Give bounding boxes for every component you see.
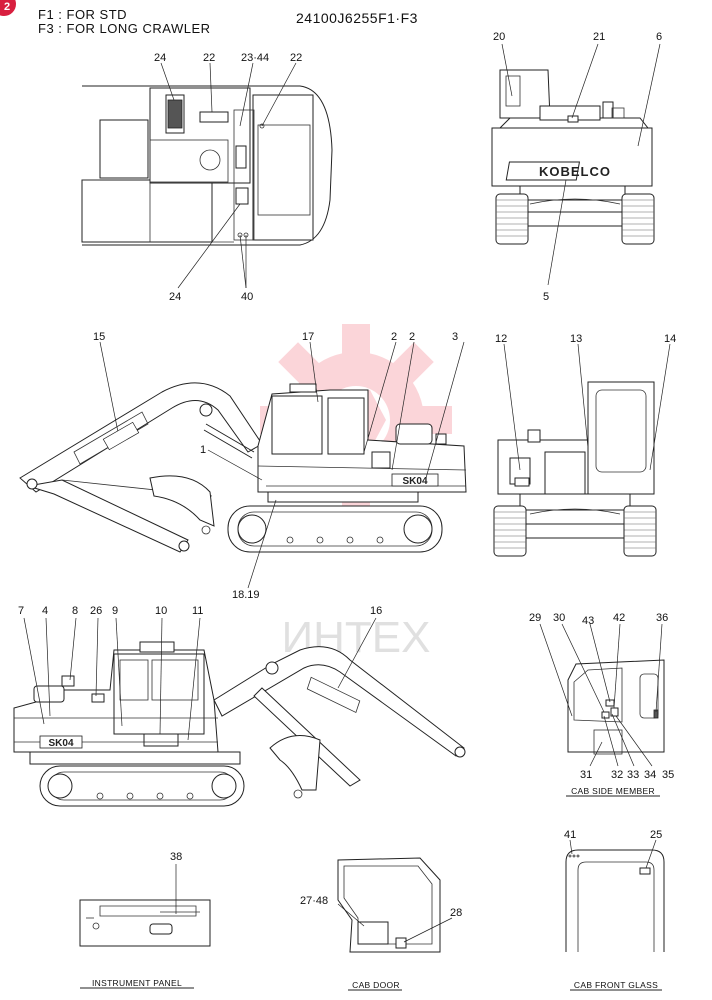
cab-glass-label-25: 25 [650, 829, 662, 841]
cab-side-label-42: 42 [613, 612, 625, 624]
front-label-12: 12 [495, 333, 507, 345]
top-label-23-44: 23·44 [241, 52, 269, 64]
side-left-label-1: 1 [200, 444, 206, 456]
kobelco-logo-text: KOBELCO [539, 164, 611, 179]
side-view-left: SK04 [19, 382, 467, 553]
top-label-22b: 22 [290, 52, 302, 64]
cab-side-label-35: 35 [662, 769, 674, 781]
side-left-label-3: 2 [409, 331, 415, 343]
side-left-label-4-47: 3 [452, 331, 458, 343]
cab-glass-label-41: 41 [564, 829, 576, 841]
cab-side-label-34: 34 [644, 769, 656, 781]
side-right-label-4: 4 [42, 605, 48, 617]
side-model-mark-text: SK04 [402, 476, 427, 487]
side-left-label-18-19: 18.19 [232, 589, 260, 601]
cab-door [337, 857, 441, 953]
cab-side-label-32: 32 [611, 769, 623, 781]
front-label-14: 14 [664, 333, 676, 345]
top-label-24b: 24 [169, 291, 181, 303]
side-left-leaders [99, 341, 465, 589]
top-label-40: 40 [241, 291, 253, 303]
cab-door-label-27-48: 27·48 [300, 895, 328, 907]
part-number: 24100J6255F1·F3 [296, 10, 418, 26]
header-line-1: F1 : FOR STD [38, 7, 128, 22]
rear-label-20: 20 [493, 31, 505, 43]
side-right-label-16: 16 [370, 605, 382, 617]
side-left-boom-decal [102, 421, 140, 451]
top-view [81, 85, 333, 246]
side-right-label-26: 26 [90, 605, 102, 617]
rear-view: KOBELCO [491, 69, 655, 245]
rear-label-21: 21 [593, 31, 605, 43]
cab-side-label-36: 36 [656, 612, 668, 624]
cab-side-caption: CAB SIDE MEMBER [571, 786, 655, 796]
cab-door-label-28: 28 [450, 907, 462, 919]
side-right-label-10: 10 [155, 605, 167, 617]
right-model-mark-text: SK04 [48, 738, 73, 749]
cab-side-label-33: 33 [627, 769, 639, 781]
rear-view-leaders [501, 43, 661, 286]
right-model-mark: SK04 [39, 735, 83, 749]
side-right-label-11: 11 [192, 605, 203, 617]
front-label-13: 13 [570, 333, 582, 345]
corner-badge-text: 2 [3, 1, 11, 13]
side-view-right: SK04 [13, 641, 466, 807]
instrument-caption: INSTRUMENT PANEL [92, 978, 182, 988]
cab-side-label-31: 31 [580, 769, 592, 781]
front-view [493, 381, 657, 557]
rear-label-6: 6 [656, 31, 662, 43]
top-label-22a: 22 [203, 52, 215, 64]
side-right-label-7: 7 [18, 605, 24, 617]
instrument-label-38: 38 [170, 851, 182, 863]
top-view-leaders [160, 62, 297, 289]
cab-side-member [567, 659, 665, 755]
side-right-label-8: 8 [72, 605, 78, 617]
cab-side-leaders [539, 623, 663, 767]
side-right-leaders [23, 617, 377, 741]
cab-glass-caption: CAB FRONT GLASS [574, 980, 658, 990]
side-left-label-2: 2 [391, 331, 397, 343]
cab-front-glass [565, 849, 665, 952]
kobelco-logo: KOBELCO [505, 161, 611, 181]
cab-side-label-29: 29 [529, 612, 541, 624]
side-left-label-17: 17 [302, 331, 314, 343]
cab-side-label-30: 30 [553, 612, 565, 624]
header-line-2: F3 : FOR LONG CRAWLER [38, 21, 211, 36]
side-right-label-9: 9 [112, 605, 118, 617]
cab-side-label-43: 43 [582, 615, 594, 627]
top-label-24a: 24 [154, 52, 166, 64]
instrument-panel [79, 899, 211, 947]
rear-label-5: 5 [543, 291, 549, 303]
side-left-label-15: 15 [93, 331, 105, 343]
corner-badge: 2 [0, 0, 16, 16]
front-view-leaders [503, 343, 671, 471]
side-model-mark: SK04 [391, 473, 439, 487]
cab-door-caption: CAB DOOR [352, 980, 400, 990]
